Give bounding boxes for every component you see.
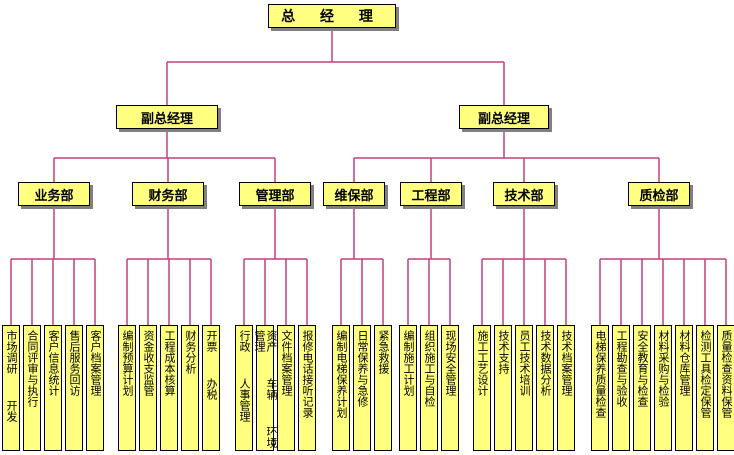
- task-box: 现场安全管理: [441, 325, 459, 451]
- task-box-label: 材料采购与检验: [657, 330, 670, 407]
- task-box: 客户信息统计: [44, 325, 62, 451]
- task-box: 技术档案管理: [557, 325, 575, 451]
- task-box: 日常保养与急修: [353, 325, 371, 451]
- task-box: 质量检查资料保管: [717, 325, 734, 451]
- task-box-label: 紧急救援: [377, 330, 390, 374]
- task-box-label: 售后服务回访: [68, 330, 81, 396]
- department-box-6: 技术部: [493, 182, 555, 206]
- deputy-manager-box-1: 副总经理: [116, 105, 218, 129]
- department-box-1-label: 业务部: [34, 188, 74, 204]
- task-box: 电梯保养质量检查: [591, 325, 609, 451]
- task-box-label: 编制电梯保养计划: [335, 330, 348, 418]
- deputy-manager-box-2-label: 副总经理: [477, 111, 530, 127]
- department-box-6-label: 技术部: [504, 188, 544, 204]
- task-box-label: 电梯保养质量检查: [594, 330, 607, 418]
- task-box: 市场调研 开发: [2, 325, 20, 451]
- task-box: 编制预算计划: [118, 325, 136, 451]
- task-box: 客户档案管理: [86, 325, 104, 451]
- task-box: 施工工艺设计: [473, 325, 491, 451]
- department-box-5-label: 工程部: [411, 188, 451, 204]
- task-box: 合同评审与执行: [23, 325, 41, 451]
- task-box: 技术数据分析: [536, 325, 554, 451]
- task-box-label: 质量检查资料保管: [720, 330, 733, 418]
- task-box: 工程勘查与验收: [612, 325, 630, 451]
- task-box: 材料采购与检验: [654, 325, 672, 451]
- task-box-label: 材料仓库管理: [678, 330, 691, 396]
- task-box-label: 客户档案管理: [89, 330, 102, 396]
- department-box-5: 工程部: [400, 182, 462, 206]
- task-box-label: 资金收支监管: [142, 330, 155, 396]
- task-box-label: 报修电话接听记录: [301, 330, 314, 418]
- task-box-label: 工程成本核算: [163, 330, 176, 396]
- department-box-4: 维保部: [323, 182, 385, 206]
- task-box-label: 组织施工与自检: [423, 330, 436, 407]
- department-box-1: 业务部: [18, 182, 90, 206]
- task-box: 技术支持: [494, 325, 512, 451]
- task-box-label: 资产 车辆 环境管理: [253, 330, 278, 448]
- task-box-label: 财务分析: [184, 330, 197, 374]
- department-box-2-label: 财务部: [148, 188, 188, 204]
- task-box: 编制施工计划: [399, 325, 417, 451]
- task-box: 编制电梯保养计划: [332, 325, 350, 451]
- general-manager-box-label: 总 经 理: [281, 9, 383, 25]
- task-box-label: 客户信息统计: [47, 330, 60, 396]
- task-box-label: 员工技术培训: [518, 330, 531, 396]
- department-box-3-label: 管理部: [255, 188, 295, 204]
- task-box: 行政 人事管理: [235, 325, 253, 451]
- task-box: 紧急救援: [374, 325, 392, 451]
- task-box-label: 文件档案管理: [280, 330, 293, 396]
- task-box-label: 技术数据分析: [539, 330, 552, 396]
- department-box-7-label: 质检部: [639, 188, 679, 204]
- task-box: 文件档案管理: [277, 325, 295, 451]
- task-box-label: 现场安全管理: [444, 330, 457, 396]
- task-box: 财务分析: [181, 325, 199, 451]
- deputy-manager-box-2: 副总经理: [459, 105, 549, 129]
- department-box-4-label: 维保部: [334, 188, 374, 204]
- task-box-label: 施工工艺设计: [476, 330, 489, 396]
- department-box-7: 质检部: [628, 182, 690, 206]
- task-box-label: 行政 人事管理: [238, 330, 251, 422]
- task-box-label: 编制施工计划: [402, 330, 415, 396]
- task-box: 售后服务回访: [65, 325, 83, 451]
- task-box: 资金收支监管: [139, 325, 157, 451]
- task-box: 组织施工与自检: [420, 325, 438, 451]
- task-box: 报修电话接听记录: [298, 325, 316, 451]
- department-box-2: 财务部: [132, 182, 204, 206]
- task-box: 工程成本核算: [160, 325, 178, 451]
- task-box-label: 开票 办税: [205, 330, 218, 400]
- general-manager-box: 总 经 理: [268, 4, 396, 28]
- task-box-label: 市场调研 开发: [5, 330, 18, 422]
- task-box-label: 安全教育与检查: [636, 330, 649, 407]
- task-box-label: 合同评审与执行: [26, 330, 39, 407]
- task-box: 材料仓库管理: [675, 325, 693, 451]
- task-box: 安全教育与检查: [633, 325, 651, 451]
- task-box-label: 编制预算计划: [121, 330, 134, 396]
- task-box: 资产 车辆 环境管理: [253, 325, 278, 451]
- task-box-label: 技术档案管理: [560, 330, 573, 396]
- task-box-label: 工程勘查与验收: [615, 330, 628, 407]
- task-box-label: 日常保养与急修: [356, 330, 369, 407]
- task-box: 开票 办税: [202, 325, 220, 451]
- department-box-3: 管理部: [239, 182, 311, 206]
- task-box: 检测工具检定保管: [696, 325, 714, 451]
- deputy-manager-box-1-label: 副总经理: [140, 111, 193, 127]
- task-box-label: 检测工具检定保管: [699, 330, 712, 418]
- task-box: 员工技术培训: [515, 325, 533, 451]
- task-box-label: 技术支持: [497, 330, 510, 374]
